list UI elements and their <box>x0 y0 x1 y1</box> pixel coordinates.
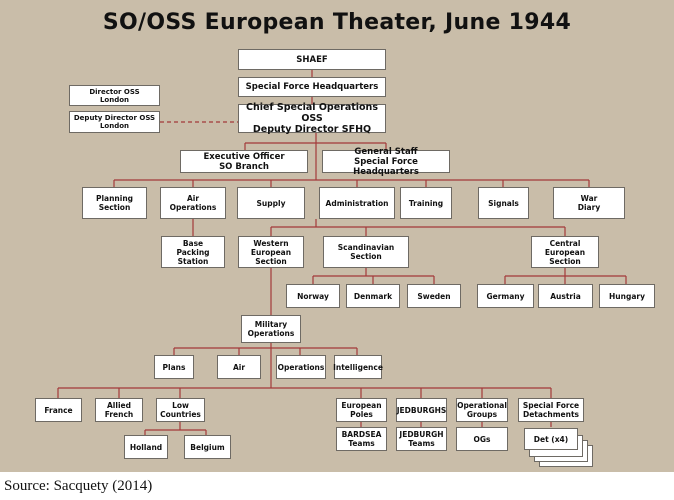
bardsea-teams-box: BARDSEA Teams <box>336 427 387 451</box>
norway-box: Norway <box>286 284 340 308</box>
western-european-section-box: Western European Section <box>238 236 304 268</box>
air-box: Air <box>217 355 261 379</box>
germany-box: Germany <box>477 284 534 308</box>
director-london-box: Director OSS London <box>69 85 160 106</box>
shaef-box: SHAEF <box>238 49 386 70</box>
war-diary-box: War Diary <box>553 187 625 219</box>
signals-box: Signals <box>478 187 529 219</box>
operations-box: Operations <box>276 355 326 379</box>
low-countries-box: Low Countries <box>156 398 205 422</box>
scandinavian-section-box: Scandinavian Section <box>323 236 409 268</box>
sfhq-box: Special Force Headquarters <box>238 77 386 97</box>
austria-box: Austria <box>538 284 593 308</box>
air-operations-box: Air Operations <box>160 187 226 219</box>
plans-box: Plans <box>154 355 194 379</box>
supply-box: Supply <box>237 187 305 219</box>
european-poles-box: European Poles <box>336 398 387 422</box>
planning-section-box: Planning Section <box>82 187 147 219</box>
jedburghs-box: JEDBURGHS <box>396 398 447 422</box>
det-box: Det (x4) <box>524 428 578 450</box>
connector-lines <box>57 70 627 435</box>
deputy-director-london-box: Deputy Director OSS London <box>69 111 160 133</box>
ogs-box: OGs <box>456 427 508 451</box>
intelligence-box: Intelligence <box>333 355 383 379</box>
operational-groups-box: Operational Groups <box>456 398 508 422</box>
sweden-box: Sweden <box>407 284 461 308</box>
allied-french-box: Allied French <box>95 398 143 422</box>
france-box: France <box>35 398 82 422</box>
holland-box: Holland <box>124 435 168 459</box>
special-force-detachments-box: Special Force Detachments <box>518 398 584 422</box>
jedburgh-teams-box: JEDBURGH Teams <box>396 427 447 451</box>
exec-officer-box: Executive Officer SO Branch <box>180 150 308 173</box>
diagram-panel: SO/OSS European Theater, June 1944 <box>0 0 674 472</box>
administration-box: Administration <box>319 187 395 219</box>
diagram-title: SO/OSS European Theater, June 1944 <box>102 10 572 35</box>
denmark-box: Denmark <box>346 284 400 308</box>
central-european-section-box: Central European Section <box>531 236 599 268</box>
source-caption: Source: Sacquety (2014) <box>4 478 153 494</box>
military-operations-box: Military Operations <box>241 315 301 343</box>
base-packing-station-box: Base Packing Station <box>161 236 225 268</box>
training-box: Training <box>400 187 452 219</box>
general-staff-box: General Staff Special Force Headquarters <box>322 147 450 177</box>
belgium-box: Belgium <box>184 435 231 459</box>
hungary-box: Hungary <box>599 284 655 308</box>
chief-box: Chief Special Operations OSS Deputy Dire… <box>238 102 386 135</box>
